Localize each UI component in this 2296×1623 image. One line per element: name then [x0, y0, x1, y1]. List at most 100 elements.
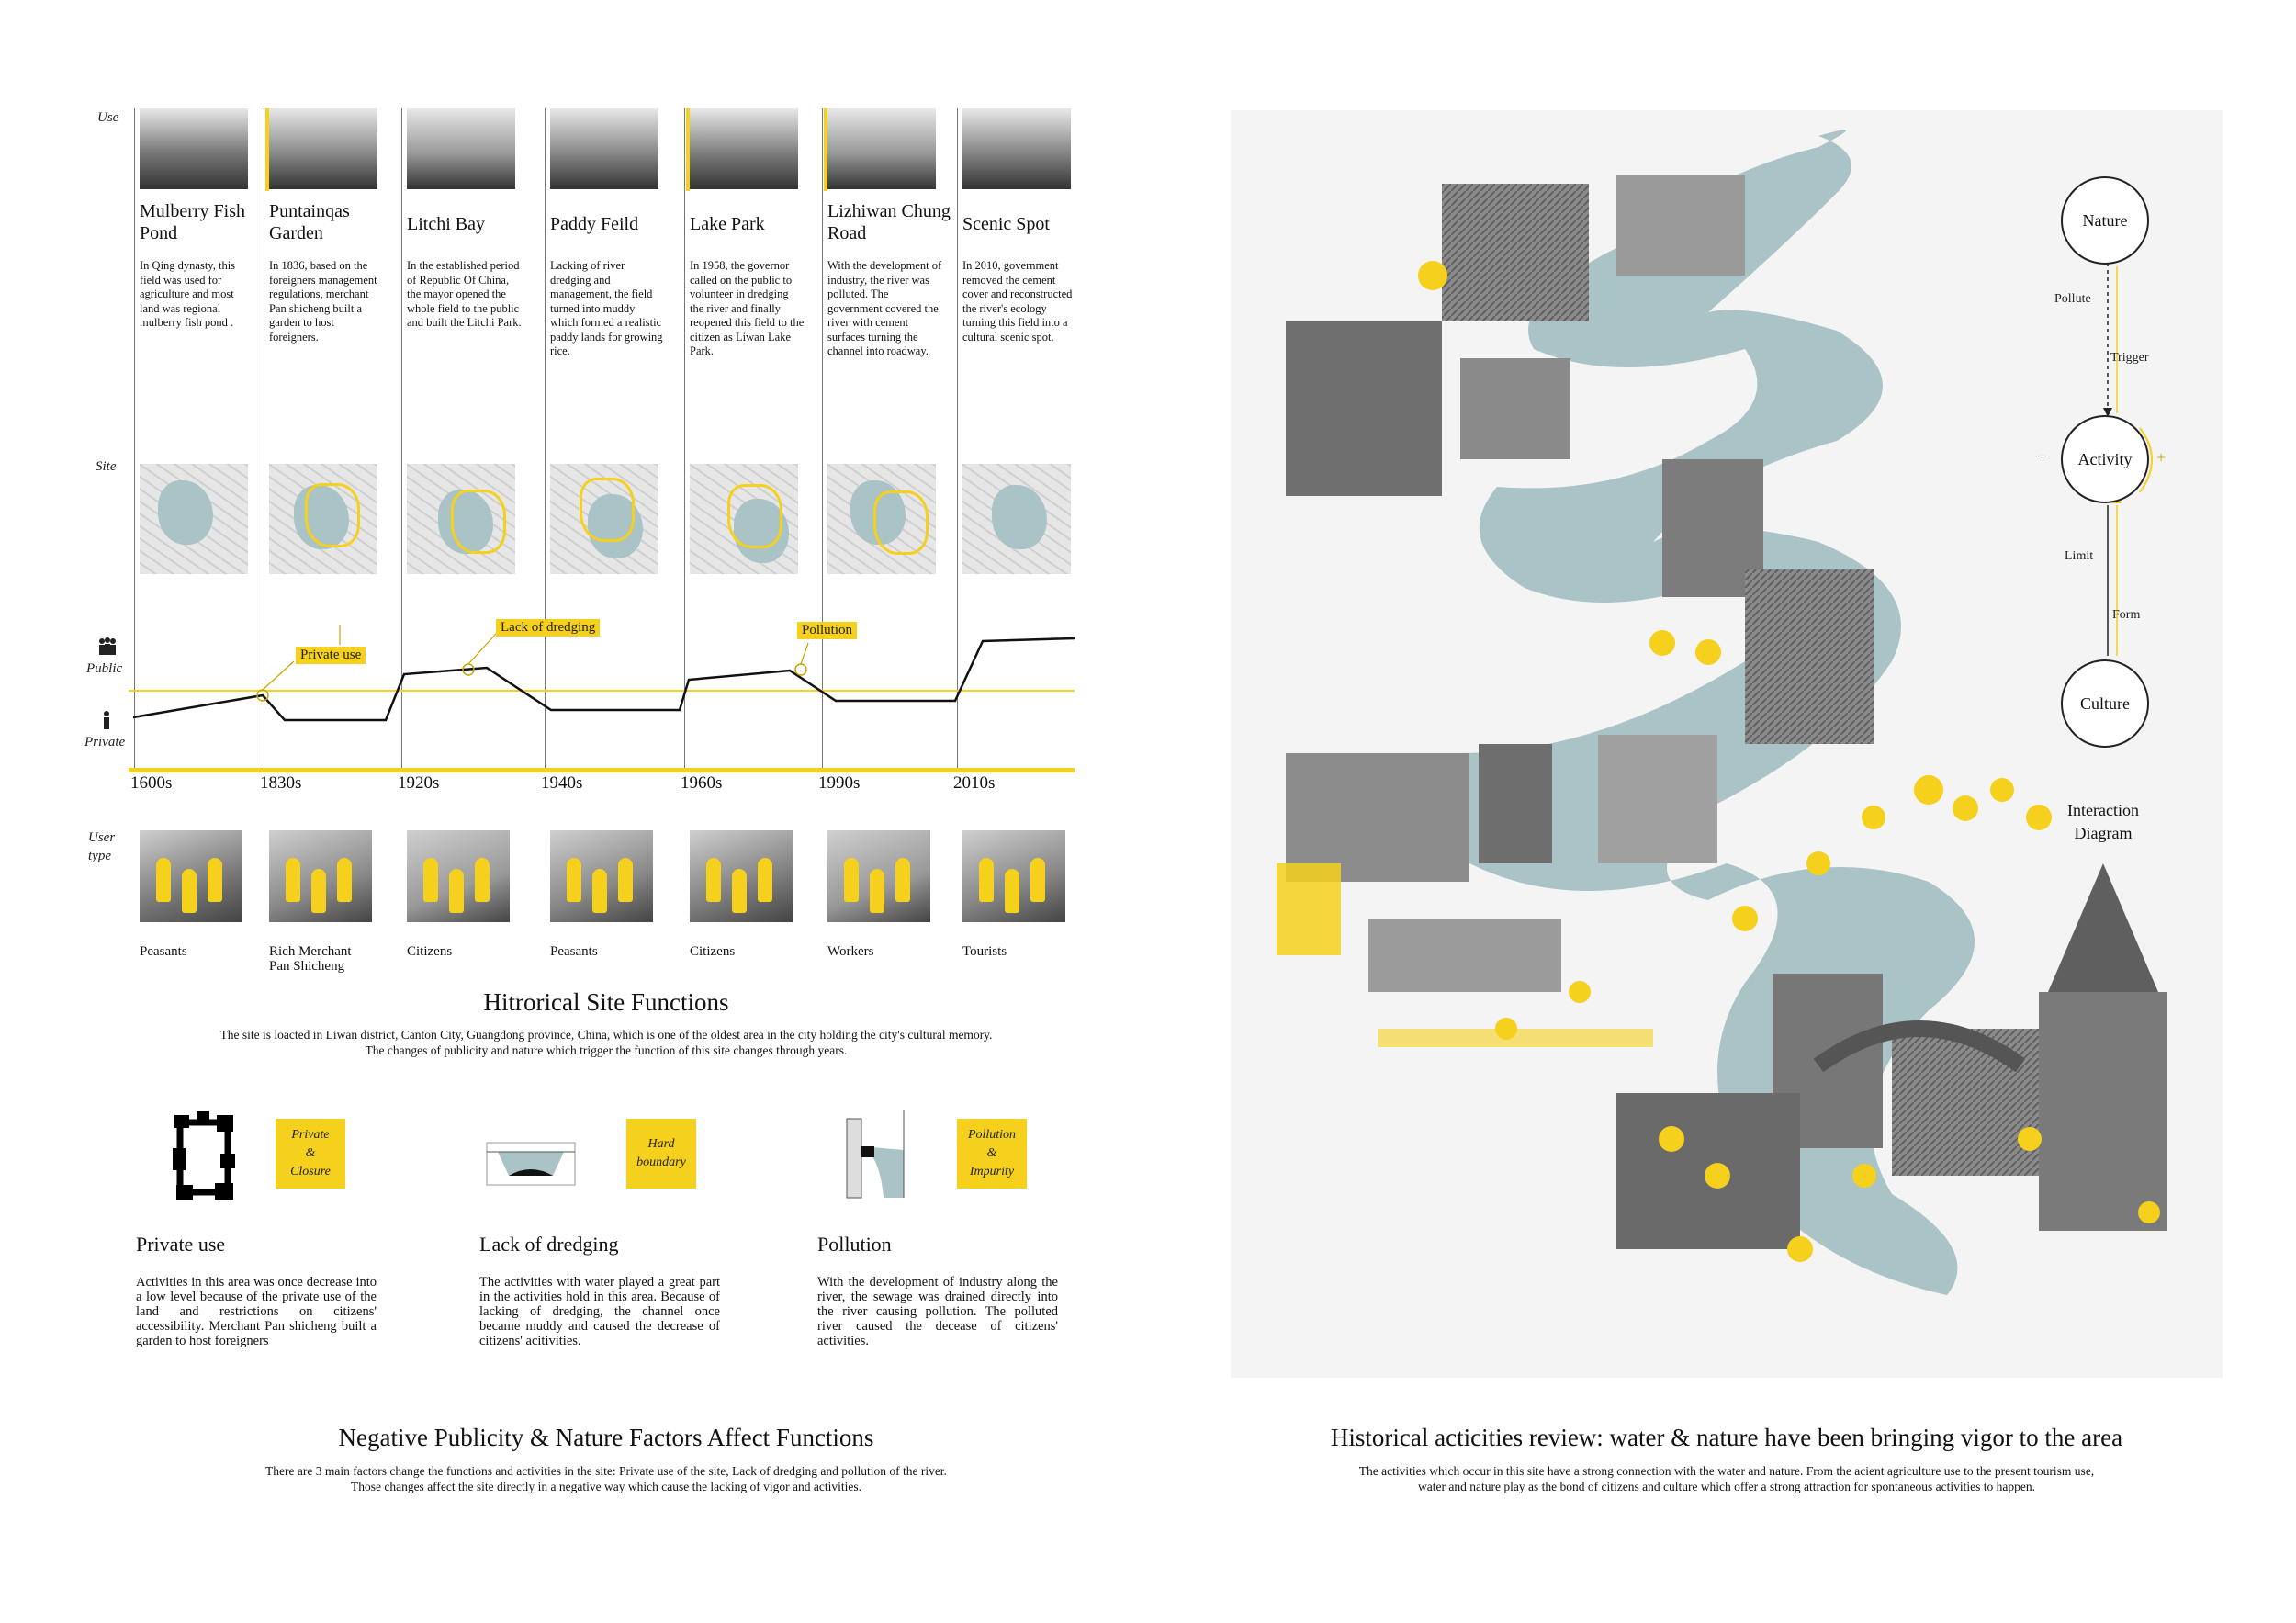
user-figure — [1030, 858, 1045, 902]
row-label-public: Public — [86, 661, 123, 676]
edge-label-pollute: Pollute — [2054, 292, 2091, 306]
edge-label-trigger: Trigger — [2110, 351, 2149, 365]
user-type-label: Workers — [827, 944, 874, 959]
node-culture: Culture — [2061, 659, 2149, 748]
site-outline — [727, 484, 782, 548]
timeline-axis — [129, 768, 1075, 772]
historical-desc: The site is loacted in Liwan district, C… — [219, 1028, 993, 1057]
use-photo — [827, 108, 936, 189]
factor-title: Pollution — [817, 1233, 892, 1256]
callout-lack-of-dredging: Lack of dredging — [496, 619, 601, 637]
user-figure — [156, 858, 171, 902]
user-type-photo — [827, 830, 930, 922]
hard-boundary-icon — [486, 1142, 576, 1186]
period-desc: In 1836, based on the foreigners managem… — [269, 259, 377, 344]
period-title: Lake Park — [690, 214, 765, 234]
historical-title: Hitrorical Site Functions — [483, 988, 729, 1016]
factor-desc: With the development of industry along t… — [817, 1275, 1058, 1348]
user-figure — [732, 869, 747, 913]
user-type-label: Peasants — [140, 944, 187, 959]
timeline-accent — [686, 108, 690, 191]
period-desc: In Qing dynasty, this field was used for… — [140, 259, 236, 329]
user-figure — [844, 858, 859, 902]
use-photo — [269, 108, 377, 189]
site-water — [158, 480, 213, 545]
user-figure — [1005, 869, 1019, 913]
river-collage — [1277, 130, 2167, 1295]
decade-label: 1920s — [398, 773, 440, 793]
decade-label: 1830s — [260, 773, 302, 793]
timeline-accent — [824, 108, 827, 191]
negative-desc: There are 3 main factors change the func… — [265, 1464, 947, 1493]
row-label-use: Use — [97, 110, 119, 125]
site-outline — [305, 483, 360, 547]
site-map — [140, 464, 248, 574]
use-photo — [407, 108, 515, 189]
user-figure — [592, 869, 607, 913]
factor-tag: Hard boundary — [626, 1119, 696, 1189]
period-desc: In 1958, the governor called on the publ… — [690, 259, 805, 357]
review-desc: The activities which occur in this site … — [1358, 1464, 2095, 1493]
user-figure — [567, 858, 581, 902]
site-outline — [451, 490, 506, 554]
user-figure — [286, 858, 300, 902]
private-closure-icon — [173, 1111, 235, 1200]
decade-label: 1960s — [681, 773, 723, 793]
user-type-label: Rich Merchant Pan Shicheng — [269, 944, 352, 974]
period-title: Paddy Feild — [550, 214, 639, 234]
decade-label: 1940s — [541, 773, 583, 793]
site-map — [407, 464, 515, 574]
plus-sign: + — [2156, 448, 2167, 467]
use-photo — [550, 108, 658, 189]
period-desc: With the development of industry, the ri… — [827, 259, 942, 357]
period-title: Mulberry Fish Pond — [140, 201, 245, 243]
user-figure — [706, 858, 721, 902]
marker-pollution — [794, 663, 807, 676]
user-type-photo — [140, 830, 242, 922]
edge-label-limit: Limit — [2065, 549, 2094, 563]
use-photo — [140, 108, 248, 189]
decade-label: 2010s — [953, 773, 996, 793]
user-figure — [423, 858, 438, 902]
user-figure — [895, 858, 910, 902]
timeline-divider — [822, 108, 823, 772]
site-map — [550, 464, 658, 574]
pollution-icon — [846, 1110, 905, 1199]
site-map — [269, 464, 377, 574]
row-label-site: Site — [96, 459, 117, 474]
site-water — [992, 485, 1047, 549]
site-outline — [580, 478, 635, 542]
user-figure — [182, 869, 197, 913]
use-photo — [962, 108, 1071, 189]
user-type-label: Tourists — [962, 944, 1007, 959]
timeline-divider — [134, 108, 135, 772]
user-type-photo — [550, 830, 653, 922]
people-group-icon — [99, 637, 116, 655]
node-activity: Activity — [2061, 415, 2149, 503]
user-figure — [311, 869, 326, 913]
publicity-line-chart — [129, 625, 1075, 722]
user-type-photo — [690, 830, 793, 922]
site-map — [962, 464, 1071, 574]
user-figure — [337, 858, 352, 902]
timeline-accent — [265, 108, 269, 191]
user-figure — [475, 858, 490, 902]
factor-desc: Activities in this area was once decreas… — [136, 1275, 377, 1348]
person-icon — [104, 711, 109, 729]
timeline-divider — [545, 108, 546, 772]
factor-tag: Pollution & Impurity — [957, 1119, 1027, 1189]
node-nature: Nature — [2061, 176, 2149, 265]
factor-desc: The activities with water played a great… — [479, 1275, 720, 1348]
use-photo — [690, 108, 798, 189]
user-figure — [618, 858, 633, 902]
callout-private-use: Private use — [296, 647, 366, 664]
decade-label: 1990s — [818, 773, 861, 793]
factor-title: Lack of dredging — [479, 1233, 619, 1256]
minus-sign: − — [2037, 446, 2048, 467]
user-figure — [758, 858, 772, 902]
callout-pollution: Pollution — [797, 622, 858, 639]
review-title: Historical acticities review: water & na… — [1330, 1424, 2123, 1451]
user-type-label: Peasants — [550, 944, 598, 959]
site-map — [690, 464, 798, 574]
period-title: Lizhiwan Chung Road — [827, 201, 951, 243]
